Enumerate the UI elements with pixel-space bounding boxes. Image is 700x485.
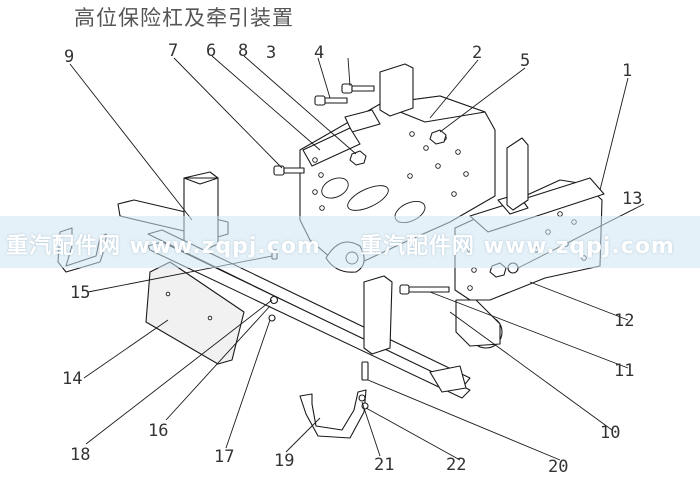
callout-3: 3 (266, 43, 276, 63)
callout-20: 20 (548, 457, 568, 477)
part-20-bolt (361, 361, 369, 381)
watermark-band (0, 216, 700, 268)
part-7-bolt (273, 165, 305, 176)
callout-10: 10 (600, 423, 620, 443)
callout-19: 19 (274, 451, 294, 471)
callout-12: 12 (614, 311, 634, 331)
callout-9: 9 (64, 47, 74, 67)
callout-21: 21 (374, 455, 394, 475)
part-21-washer (358, 394, 366, 402)
callout-15: 15 (70, 283, 90, 303)
callout-14: 14 (62, 369, 82, 389)
callout-7: 7 (168, 41, 178, 61)
part-5-nut (429, 129, 447, 145)
callout-labels: 1 2 3 4 5 6 7 8 9 10 11 12 13 14 15 16 1… (62, 41, 642, 477)
callout-11: 11 (614, 361, 634, 381)
callout-13: 13 (622, 189, 642, 209)
callout-16: 16 (148, 421, 168, 441)
callout-8: 8 (238, 41, 248, 61)
part-17-nut (268, 314, 276, 322)
callout-5: 5 (520, 51, 530, 71)
callout-22: 22 (446, 455, 466, 475)
callout-4: 4 (314, 43, 324, 63)
part-8-nut (349, 150, 367, 166)
part-16-washer (269, 295, 279, 305)
callout-17: 17 (214, 447, 234, 467)
watermark-text-right: 重汽配件网 www.zqpj.com (360, 234, 675, 259)
callout-6: 6 (206, 41, 216, 61)
part-3-bolt (314, 95, 348, 106)
part-11-pin (399, 284, 450, 295)
part-19-lower-step (299, 389, 367, 439)
watermark-text-left: 重汽配件网 www.zqpj.com (6, 234, 321, 259)
diagram-title: 高位保险杠及牵引装置 (74, 6, 294, 30)
callout-2: 2 (472, 43, 482, 63)
callout-18: 18 (70, 445, 90, 465)
part-4-bolt (341, 83, 375, 94)
callout-1: 1 (622, 61, 632, 81)
